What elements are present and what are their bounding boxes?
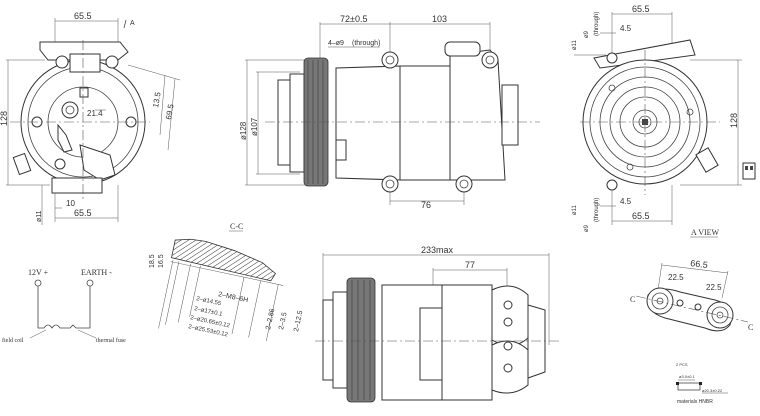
section-cc: C-C 18.5 16.5 2–M8–6H 2–ø14.55 2–ø17±0.1… [149, 222, 304, 342]
side-bolt-spacing: 76 [421, 200, 431, 210]
aview-bottom-bore-through: (through) [594, 198, 600, 222]
aview-top-width: 65.5 [632, 4, 650, 14]
oring-inner-dia: ø20.3±0.22 [702, 388, 723, 393]
front-offset-b: 69.5 [164, 103, 176, 120]
oring-qty: 2 PCS [676, 362, 688, 367]
side-holes-note: 4–ø9 [328, 40, 344, 47]
wiring-positive-label: 12V + [28, 268, 49, 277]
aview-bottom-width: 65.5 [632, 211, 650, 221]
front-offset-a: 13.5 [151, 91, 163, 108]
section-depth1: 2–2.86 [265, 308, 276, 331]
view-arrow-icon [123, 19, 127, 29]
side-view: 72±0.5 103 4–ø9 (through) ø128 ø107 [239, 14, 540, 210]
manifold-section-mark-left: C [630, 295, 635, 304]
front-view: 65.5 A 128 21.4 13.5 69.5 [0, 11, 181, 225]
front-bottom-width: 65.5 [74, 208, 92, 218]
side-pulley-dia: ø128 [239, 121, 248, 140]
side-hub-dia: ø107 [250, 117, 259, 136]
manifold-left-angle: 22.5 [668, 273, 684, 282]
aview-bottom-bore-dia: ø9 [584, 224, 590, 232]
side-holes-through: (through) [352, 40, 380, 47]
side-front-length: 72±0.5 [340, 14, 367, 24]
section-d2: 2–ø17±0.1 [194, 306, 224, 318]
section-depth2: 2–3.5 [278, 312, 289, 331]
aview-top-bore-through: (through) [594, 12, 600, 36]
wiring-diagram: 12V + EARTH - field coil thermal fuse [2, 268, 126, 344]
wiring-negative-label: EARTH - [81, 268, 112, 277]
wiring-coil-label: field coil [2, 337, 24, 344]
oring-detail: 2 PCS ø3.0±0.1 ø20.3±0.22 materials HNBR [676, 362, 728, 405]
aview-bottom-offset: 4.5 [620, 197, 632, 206]
aview-height: 128 [729, 113, 739, 128]
section-thread: 2–M8–6H [218, 291, 249, 304]
section-title: C-C [230, 222, 243, 231]
front-height: 128 [0, 111, 9, 126]
manifold-port-spacing: 66.5 [690, 258, 709, 270]
section-depth3: 2–12.5 [293, 310, 304, 333]
aview-top-bore-dia: ø9 [584, 30, 590, 38]
manifold-view: 66.5 22.5 22.5 C C [630, 258, 753, 332]
wiring-fuse-label: thermal fuse [96, 337, 126, 344]
oring-material: materials HNBR [677, 399, 713, 405]
front-hole-dia: ø11 [36, 210, 43, 222]
a-view: 65.5 4.5 ø11 ø9 (through) 128 65 [572, 4, 756, 238]
view-marker: A [130, 20, 135, 27]
section-h1: 18.5 [149, 254, 156, 268]
aview-top-hole-dia: ø11 [572, 39, 578, 50]
front-bolt-dim: 10 [66, 199, 75, 208]
section-h2: 16.5 [158, 254, 165, 268]
side-rear-length: 103 [432, 14, 447, 24]
manifold-section-mark-right: C [748, 323, 753, 332]
front-top-width: 65.5 [74, 11, 92, 21]
aview-title: A VIEW [691, 228, 720, 237]
bottom-view: 233max 77 [315, 245, 560, 403]
bottom-port-offset: 77 [465, 260, 475, 270]
section-d1: 2–ø14.55 [196, 296, 223, 307]
manifold-right-angle: 22.5 [706, 283, 722, 292]
front-radius: 21.4 [87, 109, 103, 118]
aview-top-offset: 4.5 [620, 24, 632, 33]
oring-section-dia: ø3.0±0.1 [679, 374, 696, 379]
aview-bottom-hole-dia: ø11 [572, 204, 578, 215]
bottom-overall-length: 233max [421, 245, 454, 255]
